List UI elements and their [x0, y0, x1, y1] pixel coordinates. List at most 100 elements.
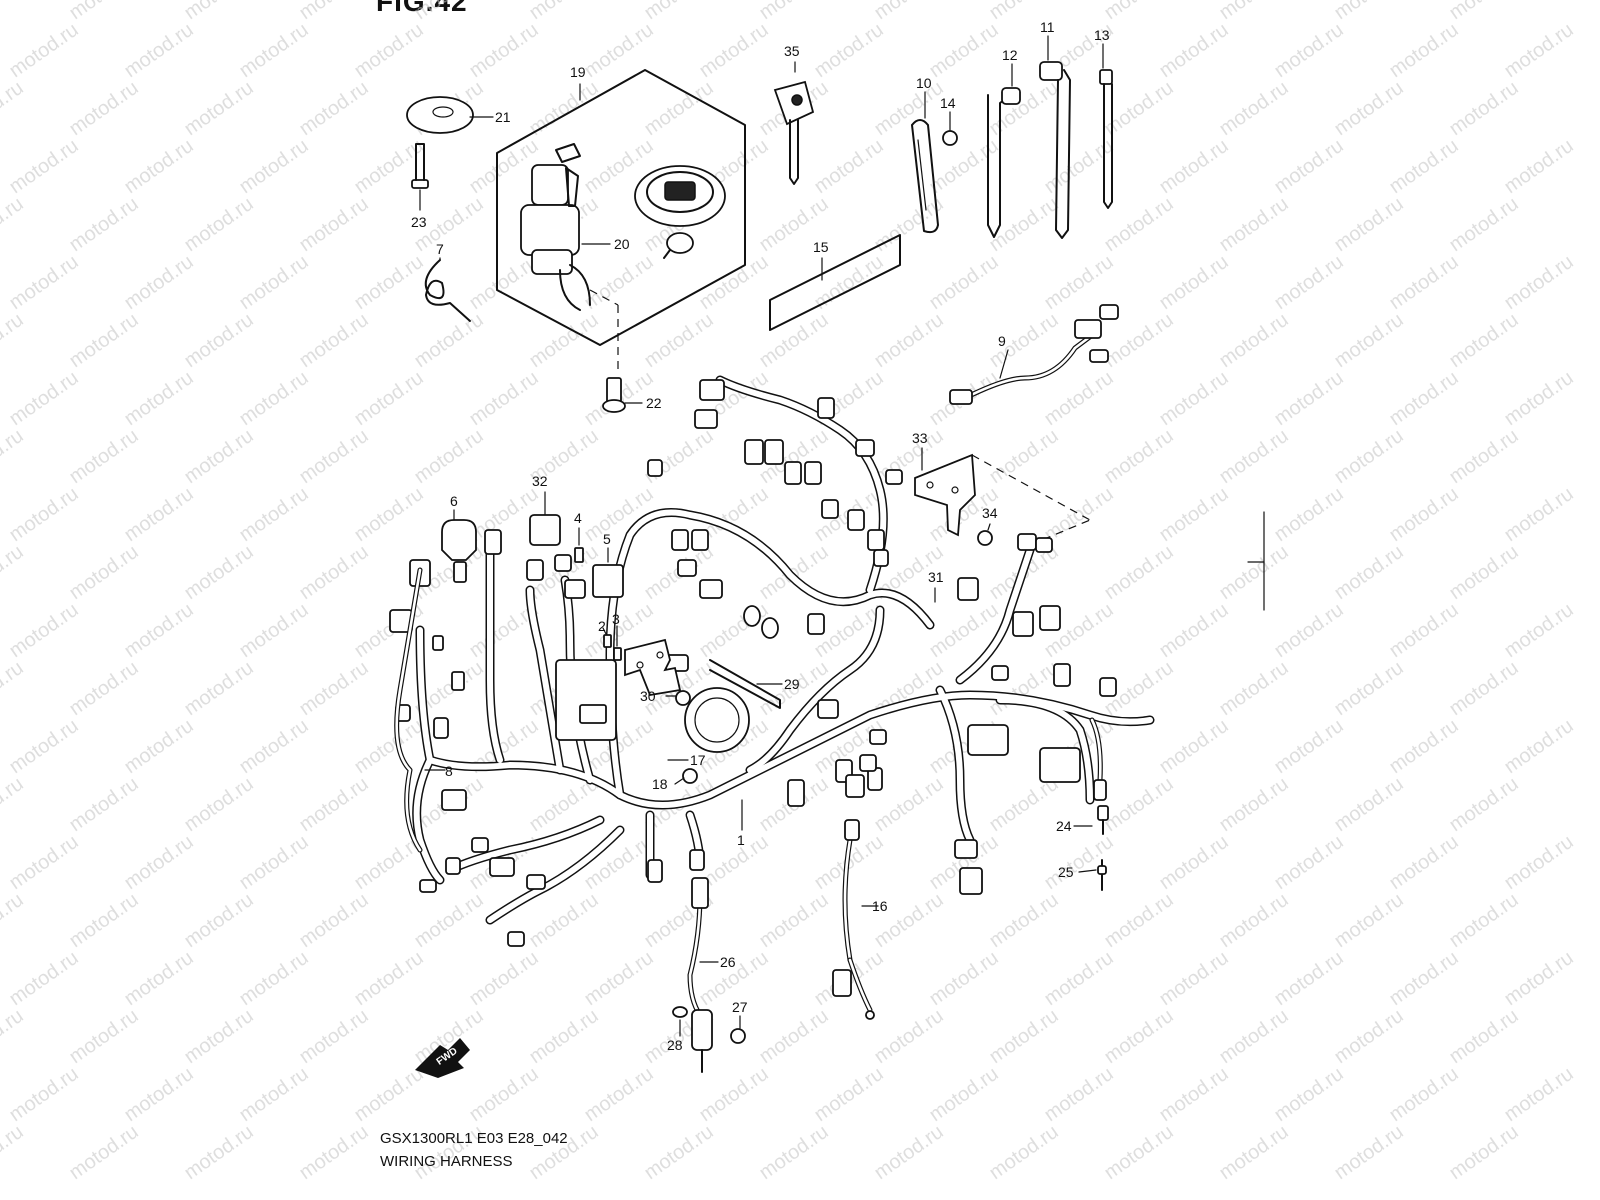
watermark-text: motod.ru [695, 19, 772, 82]
watermark-text: motod.ru [120, 831, 197, 894]
watermark-text: motod.ru [1270, 135, 1347, 198]
watermark-text: motod.ru [5, 251, 82, 314]
watermark-text: motod.ru [1500, 599, 1577, 662]
ignition-switch [520, 143, 591, 311]
watermark-text: motod.ru [640, 1121, 717, 1184]
watermark-text: motod.ru [120, 135, 197, 198]
callout-15: 15 [813, 239, 829, 255]
watermark-text: motod.ru [1385, 251, 1462, 314]
watermark-text: motod.ru [985, 77, 1062, 140]
watermark-text: motod.ru [1445, 193, 1522, 256]
watermark-text: motod.ru [120, 599, 197, 662]
watermark-text: motod.ru [0, 1005, 28, 1068]
watermark-text: motod.ru [870, 1121, 947, 1184]
sensor-24 [1089, 717, 1109, 835]
callout-10: 10 [916, 75, 932, 91]
cable-tie-13 [1099, 69, 1113, 209]
callout-26: 26 [720, 954, 736, 970]
callout-13: 13 [1094, 27, 1110, 43]
watermark-text: motod.ru [65, 773, 142, 836]
watermark-text: motod.ru [65, 309, 142, 372]
watermark-text: motod.ru [180, 77, 257, 140]
watermark-text: motod.ru [65, 657, 142, 720]
watermark-text: motod.ru [5, 367, 82, 430]
watermark-text: motod.ru [120, 947, 197, 1010]
watermark-text: motod.ru [5, 831, 82, 894]
watermark-text: motod.ru [580, 251, 657, 314]
callout-14: 14 [940, 95, 956, 111]
watermark-text: motod.ru [295, 773, 372, 836]
watermark-text: motod.ru [465, 251, 542, 314]
watermark-text: motod.ru [295, 425, 372, 488]
watermark-text: motod.ru [1500, 19, 1577, 82]
bolt-23 [411, 143, 429, 189]
watermark-text: motod.ru [695, 251, 772, 314]
watermark-text: motod.ru [465, 1063, 542, 1126]
watermark-text: motod.ru [985, 309, 1062, 372]
watermark-text: motod.ru [1330, 657, 1407, 720]
watermark-text: motod.ru [235, 1063, 312, 1126]
callout-11: 11 [1040, 19, 1055, 35]
callout-32: 32 [532, 473, 548, 489]
watermark-text: motod.ru [1040, 135, 1117, 198]
clamp-12 [987, 87, 1021, 238]
watermark-text: motod.ru [1040, 367, 1117, 430]
callout-1: 1 [737, 832, 745, 848]
callout-27: 27 [732, 999, 748, 1015]
watermark-text: motod.ru [1270, 19, 1347, 82]
watermark-text: motod.ru [1385, 367, 1462, 430]
watermark-text: motod.ru [1215, 657, 1292, 720]
watermark-text: motod.ru [235, 483, 312, 546]
watermark-text: motod.ru [180, 1005, 257, 1068]
watermark-text: motod.ru [1445, 1121, 1522, 1184]
watermark-text: motod.ru [465, 135, 542, 198]
watermark-text: motod.ru [580, 1063, 657, 1126]
watermark-text: motod.ru [350, 947, 427, 1010]
watermark-text: motod.ru [695, 599, 772, 662]
watermark-text: motod.ru [1385, 135, 1462, 198]
relay-parts [441, 514, 682, 741]
watermark-text: motod.ru [1215, 425, 1292, 488]
watermark-text: motod.ru [65, 193, 142, 256]
watermark-text: motod.ru [295, 541, 372, 604]
watermark-text: motod.ru [180, 193, 257, 256]
tie-25 [1097, 859, 1107, 891]
watermark-text: motod.ru [1155, 1063, 1232, 1126]
watermark-text: motod.ru [1270, 599, 1347, 662]
watermark-text: motod.ru [65, 1005, 142, 1068]
watermark-text: motod.ru [1445, 657, 1522, 720]
callout-23: 23 [411, 214, 427, 230]
watermark-text: motod.ru [295, 0, 372, 24]
callout-22: 22 [646, 395, 662, 411]
watermark-text: motod.ru [235, 19, 312, 82]
watermark-text: motod.ru [0, 193, 28, 256]
watermark-text: motod.ru [120, 19, 197, 82]
watermark-text: motod.ru [1445, 541, 1522, 604]
callout-20: 20 [614, 236, 630, 252]
harness-connectors [389, 379, 1117, 947]
watermark-text: motod.ru [580, 947, 657, 1010]
watermark-text: motod.ru [410, 0, 487, 24]
watermark-text: motod.ru [65, 889, 142, 952]
watermark-text: motod.ru [350, 367, 427, 430]
watermark-text: motod.ru [0, 0, 28, 24]
watermark-text: motod.ru [1270, 831, 1347, 894]
watermark-text: motod.ru [235, 715, 312, 778]
watermark-text: motod.ru [1330, 425, 1407, 488]
watermark-text: motod.ru [1385, 947, 1462, 1010]
watermark-text: motod.ru [1215, 0, 1292, 24]
watermark-text: motod.ru [235, 947, 312, 1010]
watermark-text: motod.ru [0, 541, 28, 604]
watermark-text: motod.ru [295, 193, 372, 256]
watermark-text: motod.ru [1330, 77, 1407, 140]
watermark-text: motod.ru [1040, 831, 1117, 894]
watermark-text: motod.ru [180, 0, 257, 24]
watermark-text: motod.ru [120, 1063, 197, 1126]
leader-lines [419, 35, 1104, 1037]
watermark-text: motod.ru [1215, 1005, 1292, 1068]
watermark-text: motod.ru [350, 715, 427, 778]
watermark-text: motod.ru [925, 947, 1002, 1010]
watermark-text: motod.ru [755, 1121, 832, 1184]
ignition-set-box [496, 69, 746, 375]
watermark-text: motod.ru [1500, 831, 1577, 894]
